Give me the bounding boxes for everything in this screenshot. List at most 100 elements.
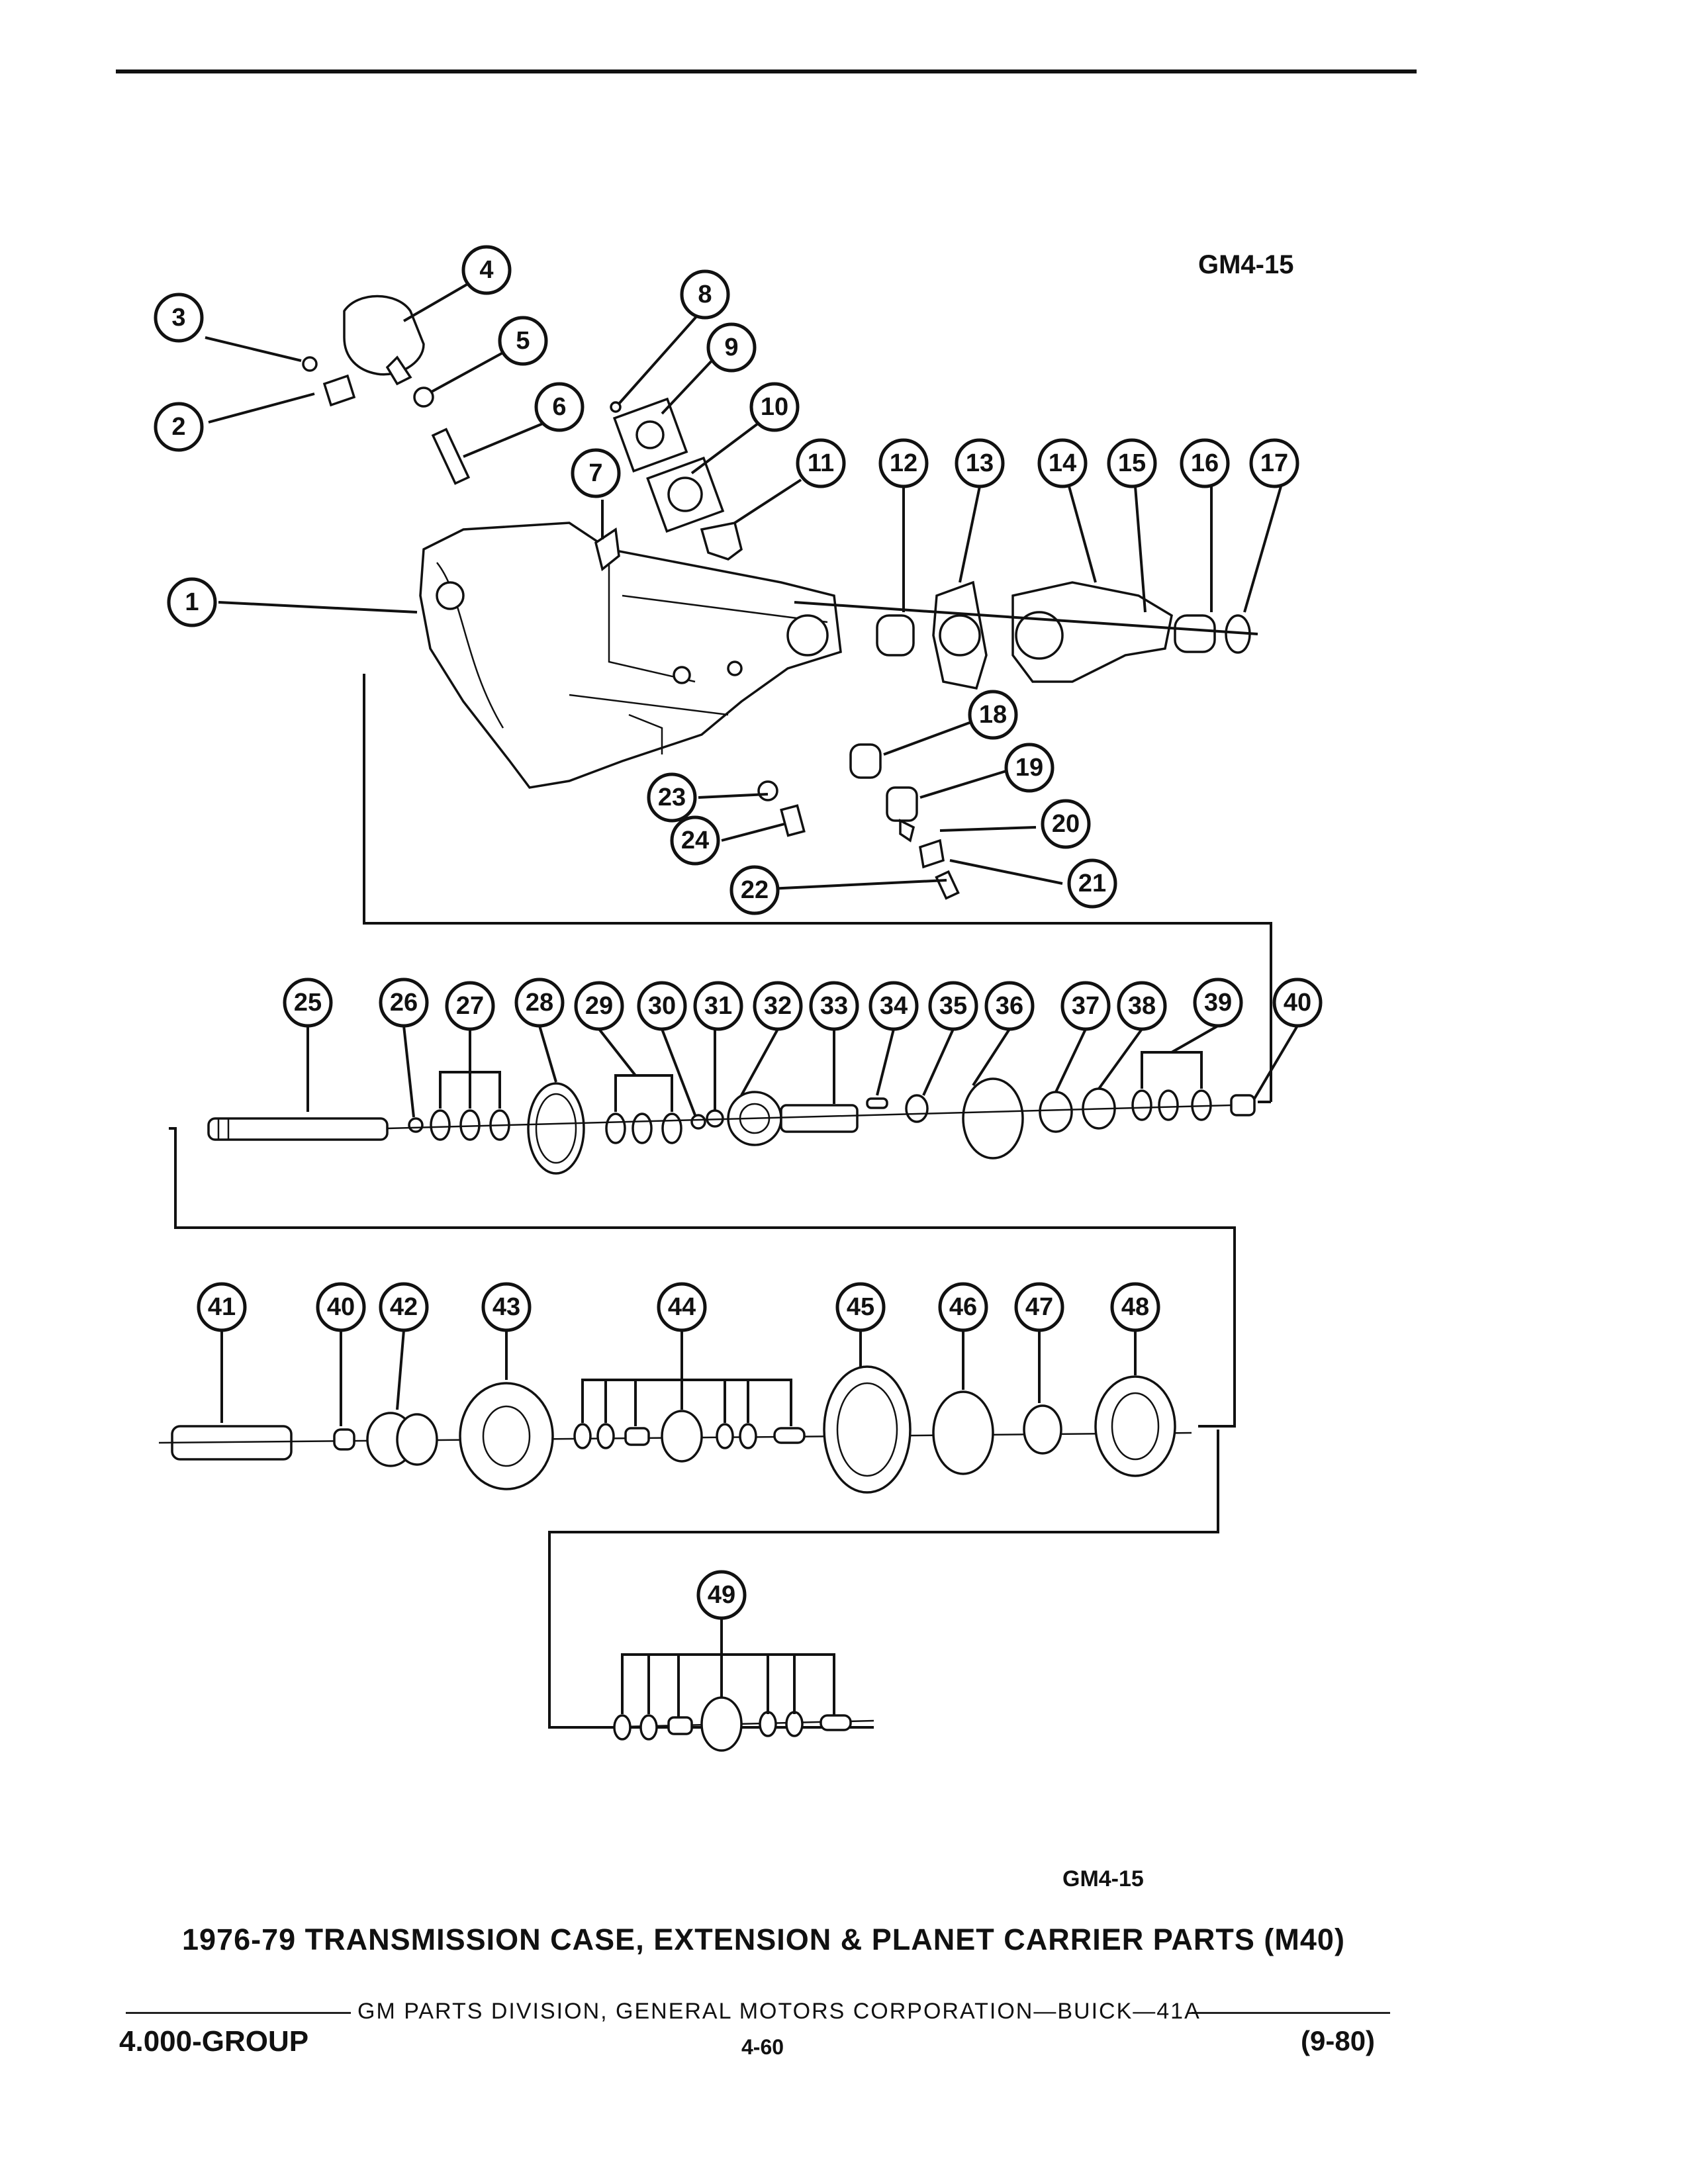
callout-circle bbox=[680, 269, 730, 320]
callout-3: 3 bbox=[154, 293, 204, 343]
callout-number: 41 bbox=[208, 1293, 236, 1321]
callout-circle bbox=[197, 1282, 247, 1332]
callout-12: 12 bbox=[878, 438, 929, 488]
callout-circle bbox=[878, 438, 929, 488]
callout-number: 22 bbox=[741, 876, 769, 904]
callout-number: 30 bbox=[648, 992, 676, 1020]
footer-revision: (9-80) bbox=[1301, 2025, 1376, 2056]
callout-number: 1 bbox=[185, 588, 199, 616]
callout-circle bbox=[1060, 981, 1111, 1031]
callout-30: 30 bbox=[637, 981, 687, 1031]
governor-cover bbox=[610, 397, 725, 533]
callout-18: 18 bbox=[968, 690, 1018, 740]
callout-number: 49 bbox=[708, 1581, 735, 1609]
callout-25: 25 bbox=[283, 978, 333, 1028]
callout-number: 11 bbox=[808, 449, 834, 477]
pinion-set-49 bbox=[595, 1618, 874, 1752]
callout-43: 43 bbox=[481, 1282, 532, 1332]
vacuum-modulator bbox=[343, 295, 425, 386]
callout-circle bbox=[1067, 858, 1117, 909]
callout-circle bbox=[571, 448, 621, 498]
callout-number: 40 bbox=[327, 1293, 355, 1321]
callout-number: 24 bbox=[681, 827, 709, 854]
callout-circle bbox=[167, 577, 217, 627]
callout-5: 5 bbox=[498, 316, 548, 366]
callout-45: 45 bbox=[835, 1282, 886, 1332]
callout-17: 17 bbox=[1249, 438, 1299, 488]
callout-number: 39 bbox=[1204, 989, 1232, 1017]
callout-circle bbox=[1193, 978, 1243, 1028]
callout-number: 7 bbox=[588, 459, 602, 487]
callout-38: 38 bbox=[1117, 981, 1167, 1031]
callout-circle bbox=[445, 981, 495, 1031]
footer-page-number: 4-60 bbox=[741, 2035, 784, 2059]
callout-number: 12 bbox=[890, 449, 917, 477]
transmission-case bbox=[419, 522, 842, 789]
callout-number: 44 bbox=[668, 1293, 696, 1321]
shaft-row-parts bbox=[207, 1077, 1256, 1175]
callout-number: 16 bbox=[1191, 449, 1219, 477]
callout-circle bbox=[154, 402, 204, 452]
callout-9: 9 bbox=[706, 322, 757, 373]
callout-number: 23 bbox=[658, 784, 686, 811]
callout-49: 49 bbox=[696, 1570, 747, 1620]
callout-circle bbox=[809, 981, 859, 1031]
callout-39: 39 bbox=[1193, 978, 1243, 1028]
callout-circle bbox=[461, 245, 512, 295]
modulator-retainer bbox=[302, 356, 356, 407]
callout-37: 37 bbox=[1060, 981, 1111, 1031]
leader-lines-middle bbox=[306, 1024, 1299, 1118]
callout-circle bbox=[1107, 438, 1157, 488]
callout-13: 13 bbox=[955, 438, 1005, 488]
callout-number: 34 bbox=[880, 992, 908, 1020]
callout-circle bbox=[1117, 981, 1167, 1031]
callout-number: 18 bbox=[979, 701, 1007, 729]
callout-27: 27 bbox=[445, 981, 495, 1031]
leader-lines-upper bbox=[205, 283, 1282, 891]
callout-23: 23 bbox=[647, 772, 697, 823]
footer-rule-right bbox=[1192, 2012, 1390, 2014]
figure-caption: 1976-79 TRANSMISSION CASE, EXTENSION & P… bbox=[182, 1923, 1345, 1956]
callout-circle bbox=[928, 981, 978, 1031]
callout-number: 2 bbox=[171, 413, 185, 441]
callout-7: 7 bbox=[571, 448, 621, 498]
callout-circle bbox=[749, 382, 800, 432]
callout-circle bbox=[514, 978, 565, 1028]
callout-29: 29 bbox=[574, 981, 624, 1031]
callout-number: 21 bbox=[1078, 870, 1106, 897]
callout-6: 6 bbox=[534, 382, 585, 432]
callout-circle bbox=[1249, 438, 1299, 488]
callout-number: 9 bbox=[724, 334, 738, 361]
callout-21: 21 bbox=[1067, 858, 1117, 909]
callout-33: 33 bbox=[809, 981, 859, 1031]
callout-41: 41 bbox=[197, 1282, 247, 1332]
callout-circle bbox=[1037, 438, 1088, 488]
callout-circle bbox=[283, 978, 333, 1028]
callout-circle bbox=[696, 1570, 747, 1620]
callout-circle bbox=[534, 382, 585, 432]
callout-number: 27 bbox=[456, 992, 484, 1020]
output-shaft bbox=[207, 1117, 389, 1141]
callout-circle bbox=[637, 981, 687, 1031]
callout-1: 1 bbox=[167, 577, 217, 627]
footer-publisher: GM PARTS DIVISION, GENERAL MOTORS CORPOR… bbox=[357, 1999, 1201, 2024]
callout-number: 6 bbox=[552, 393, 566, 421]
callout-circle bbox=[574, 981, 624, 1031]
callout-circle bbox=[647, 772, 697, 823]
callout-circle bbox=[938, 1282, 988, 1332]
callout-number: 20 bbox=[1052, 810, 1080, 838]
callout-circle bbox=[796, 438, 846, 488]
extension-parts bbox=[876, 580, 1251, 690]
callout-circle bbox=[1110, 1282, 1160, 1332]
callout-48: 48 bbox=[1110, 1282, 1160, 1332]
callout-number: 46 bbox=[949, 1293, 977, 1321]
o-ring-5 bbox=[413, 387, 434, 408]
callout-number: 32 bbox=[764, 992, 792, 1020]
callout-47: 47 bbox=[1014, 1282, 1064, 1332]
callout-number: 19 bbox=[1015, 754, 1043, 782]
callout-number: 4 bbox=[479, 256, 493, 284]
callout-11: 11 bbox=[796, 438, 846, 488]
callout-22: 22 bbox=[729, 865, 780, 915]
figure-id: GM4-15 bbox=[1198, 250, 1294, 279]
